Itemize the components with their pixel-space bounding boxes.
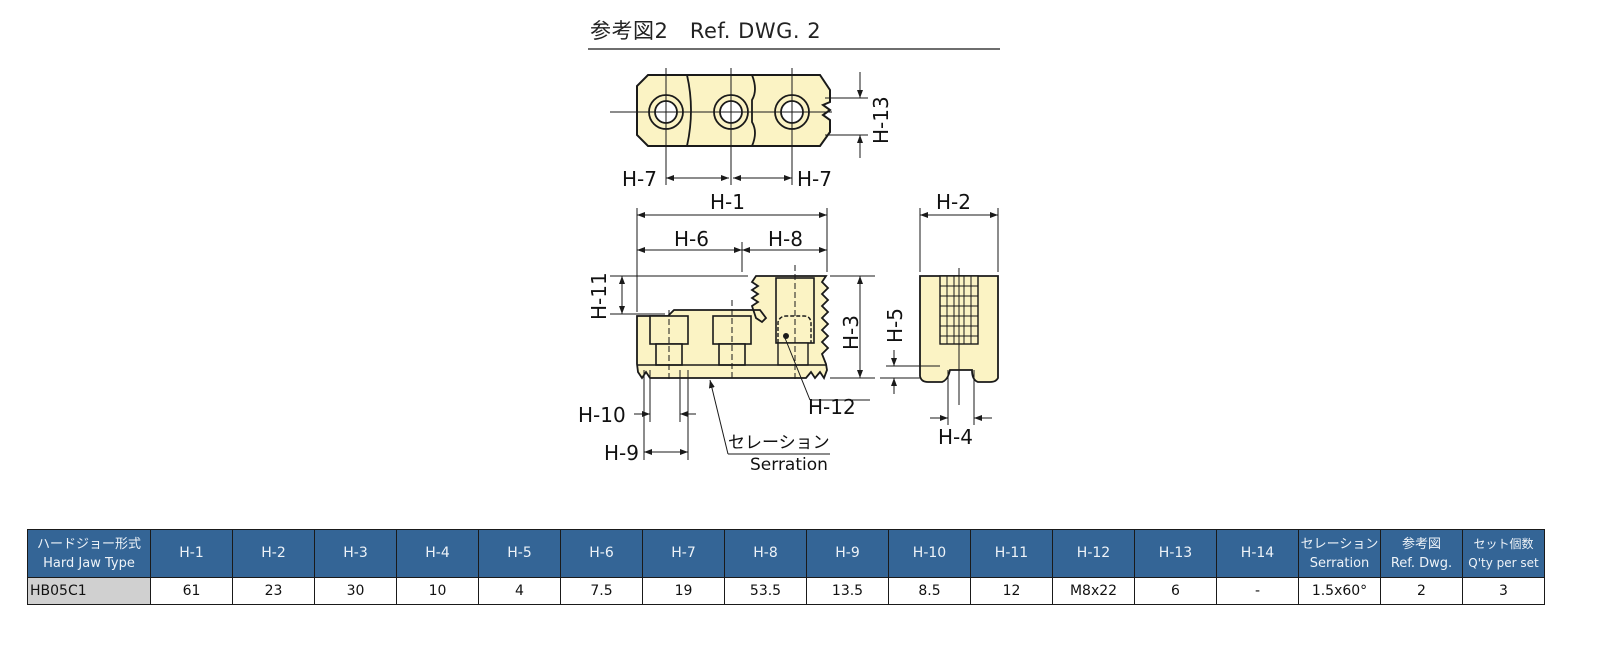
label-h11: H-11 [587, 272, 611, 320]
label-h8: H-8 [768, 227, 803, 251]
title-underline [588, 48, 1000, 50]
col-header-h11: H-11 [970, 529, 1053, 578]
cell-h14: - [1216, 577, 1299, 605]
label-h5: H-5 [883, 308, 907, 343]
label-h12: H-12 [808, 395, 856, 419]
cell-h2: 23 [232, 577, 315, 605]
col-header-h9: H-9 [806, 529, 889, 578]
label-h2: H-2 [936, 190, 971, 214]
col-header-h2: H-2 [232, 529, 315, 578]
cell-qty-per-set: 3 [1462, 577, 1545, 605]
cell-h3: 30 [314, 577, 397, 605]
cell-h4: 10 [396, 577, 479, 605]
cell-h5: 4 [478, 577, 561, 605]
label-serration-en: Serration [750, 455, 828, 475]
col-header-h8: H-8 [724, 529, 807, 578]
cell-ref-dwg: 2 [1380, 577, 1463, 605]
col-header-h1: H-1 [150, 529, 233, 578]
front-view: H-1 H-6 H-8 H-11 H-3 H-12 [578, 190, 875, 475]
label-h4: H-4 [938, 425, 973, 449]
cell-h9: 13.5 [806, 577, 889, 605]
label-h10: H-10 [578, 403, 626, 427]
label-h13: H-13 [869, 96, 893, 144]
label-h6: H-6 [674, 227, 709, 251]
col-header-h7: H-7 [642, 529, 725, 578]
col-header-h12: H-12 [1052, 529, 1135, 578]
col-header-h3: H-3 [314, 529, 397, 578]
cell-type: HB05C1 [27, 577, 151, 605]
label-serration-jp: セレーション [728, 433, 830, 453]
side-view: H-2 H-5 H-4 [880, 190, 999, 449]
col-header-h5: H-5 [478, 529, 561, 578]
label-h7-left: H-7 [622, 167, 657, 191]
hard-jaw-drawing: H-7 H-7 H-13 H-1 H-6 H-8 H-11 [578, 68, 999, 475]
cell-h10: 8.5 [888, 577, 971, 605]
cell-h12: M8x22 [1052, 577, 1135, 605]
col-header-h14: H-14 [1216, 529, 1299, 578]
label-h3: H-3 [839, 315, 863, 350]
col-header-h10: H-10 [888, 529, 971, 578]
cell-h13: 6 [1134, 577, 1217, 605]
label-h9: H-9 [604, 441, 639, 465]
cell-h7: 19 [642, 577, 725, 605]
cell-h1: 61 [150, 577, 233, 605]
cell-h6: 7.5 [560, 577, 643, 605]
col-header-h13: H-13 [1134, 529, 1217, 578]
cell-h8: 53.5 [724, 577, 807, 605]
drawing-title-block: 参考図2 Ref. DWG. 2 [588, 16, 1000, 50]
top-view: H-7 H-7 H-13 [610, 68, 893, 191]
cell-h11: 12 [970, 577, 1053, 605]
col-header-h6: H-6 [560, 529, 643, 578]
col-header-h4: H-4 [396, 529, 479, 578]
drawing-title: 参考図2 Ref. DWG. 2 [590, 19, 822, 43]
cell-serration: 1.5x60° [1298, 577, 1381, 605]
table-row: HB05C1 61 23 30 10 4 7.5 19 53.5 13.5 8.… [27, 577, 1545, 605]
label-h7-right: H-7 [797, 167, 832, 191]
label-h1: H-1 [710, 190, 745, 214]
